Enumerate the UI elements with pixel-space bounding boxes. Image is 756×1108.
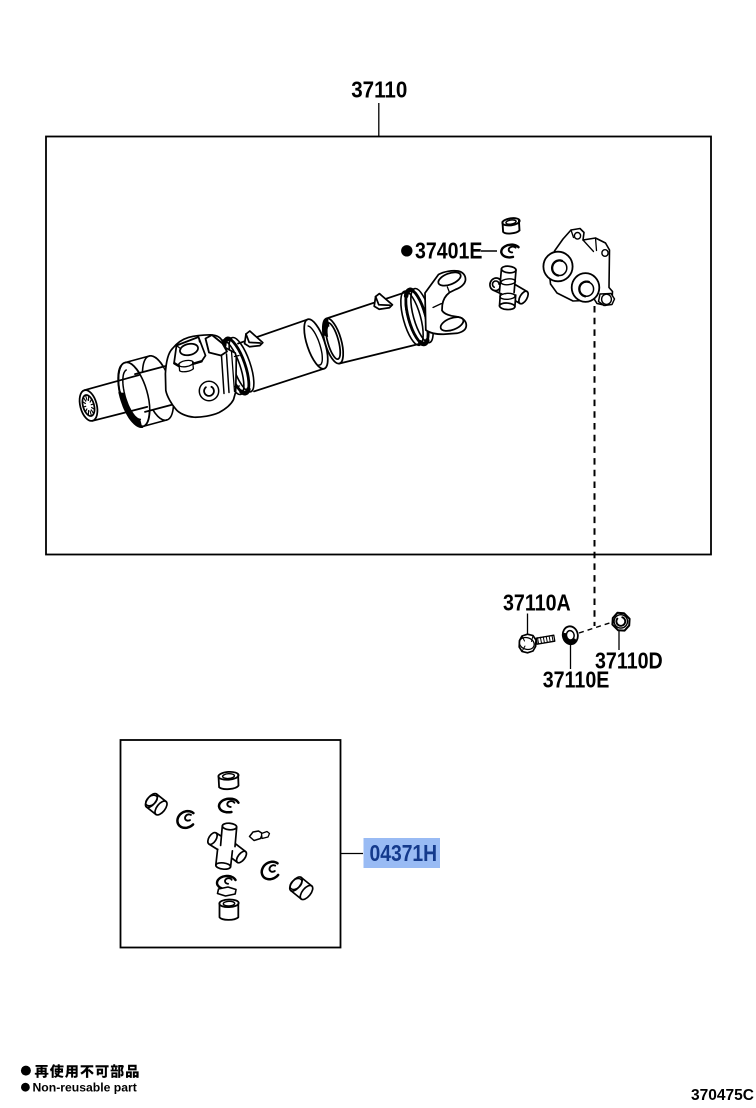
svg-text:370475C: 370475C	[691, 1087, 754, 1104]
svg-text:37110D: 37110D	[595, 648, 663, 674]
svg-text:37401E: 37401E	[415, 238, 482, 264]
svg-text:37110E: 37110E	[543, 667, 610, 693]
svg-text:37110: 37110	[351, 77, 407, 103]
svg-text:37110A: 37110A	[503, 590, 571, 616]
svg-text:Non-reusable part: Non-reusable part	[33, 1081, 137, 1095]
svg-text:04371H: 04371H	[370, 842, 438, 867]
